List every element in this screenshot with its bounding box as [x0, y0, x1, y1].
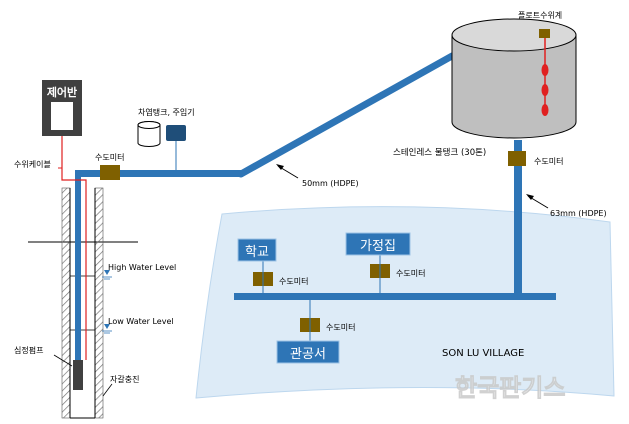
office-label: 관공서: [290, 347, 326, 362]
meter-1-label: 수도미터: [95, 153, 124, 162]
well-casing: [61, 187, 104, 419]
water-meter-1: [100, 165, 120, 180]
submersible-pump: [73, 360, 83, 390]
school-box: [237, 238, 277, 262]
house-box: [345, 232, 411, 256]
pipe-network: [75, 52, 556, 372]
meter-house-label: 수도미터: [396, 269, 425, 278]
float-marker-2: [541, 84, 549, 96]
water-meter-tank: [508, 151, 526, 166]
low-level-label: Low Water Level: [108, 317, 174, 326]
low-water-symbol: [102, 324, 112, 334]
tank-label: 스테인레스 물탱크 (30톤): [393, 147, 486, 158]
level-cable: [61, 136, 87, 360]
chlorine-tank-label: 차염탱크, 주입기: [138, 107, 195, 117]
float-marker-1: [541, 64, 549, 76]
pump-leader: [53, 354, 73, 367]
watermark: 한국판기스: [455, 374, 565, 402]
pipe-63-label: 63mm (HDPE): [550, 209, 607, 218]
diagonal-pipe: [237, 52, 456, 178]
float-gauge-head: [539, 29, 550, 38]
level-cable-label: 수위케이블: [14, 159, 51, 169]
gravel-leader: [102, 383, 113, 397]
pipe-50-arrow: [276, 164, 299, 179]
float-marker-3: [541, 104, 549, 116]
stainless-tank: [451, 18, 577, 139]
house-label: 가정집: [360, 239, 396, 254]
float-gauge-label: 플로트수위계: [518, 10, 562, 20]
control-panel: [42, 80, 82, 136]
pipe-63-arrow: [526, 194, 549, 209]
riser-pipe: [75, 172, 81, 372]
meter-office-label: 수도미터: [326, 323, 355, 332]
high-water-symbol: [102, 270, 112, 280]
distribution-pipe: [234, 293, 556, 300]
horizontal-pipe-top: [75, 170, 243, 177]
village-label: SON LU VILLAGE: [442, 348, 524, 359]
chlorine-tank: [137, 121, 161, 147]
meter-2-label: 수도미터: [534, 157, 563, 166]
pump-label: 심정펌프: [14, 345, 43, 355]
control-panel-label: 제어반: [47, 85, 77, 99]
tank-outlet-pipe: [514, 140, 522, 298]
office-box: [276, 340, 340, 364]
pipe-50-label: 50mm (HDPE): [302, 179, 359, 188]
gravel-label: 자갈충진: [110, 374, 139, 384]
injector: [166, 125, 186, 141]
school-label: 학교: [245, 245, 269, 260]
meter-school-label: 수도미터: [279, 277, 308, 286]
high-level-label: High Water Level: [108, 263, 176, 272]
